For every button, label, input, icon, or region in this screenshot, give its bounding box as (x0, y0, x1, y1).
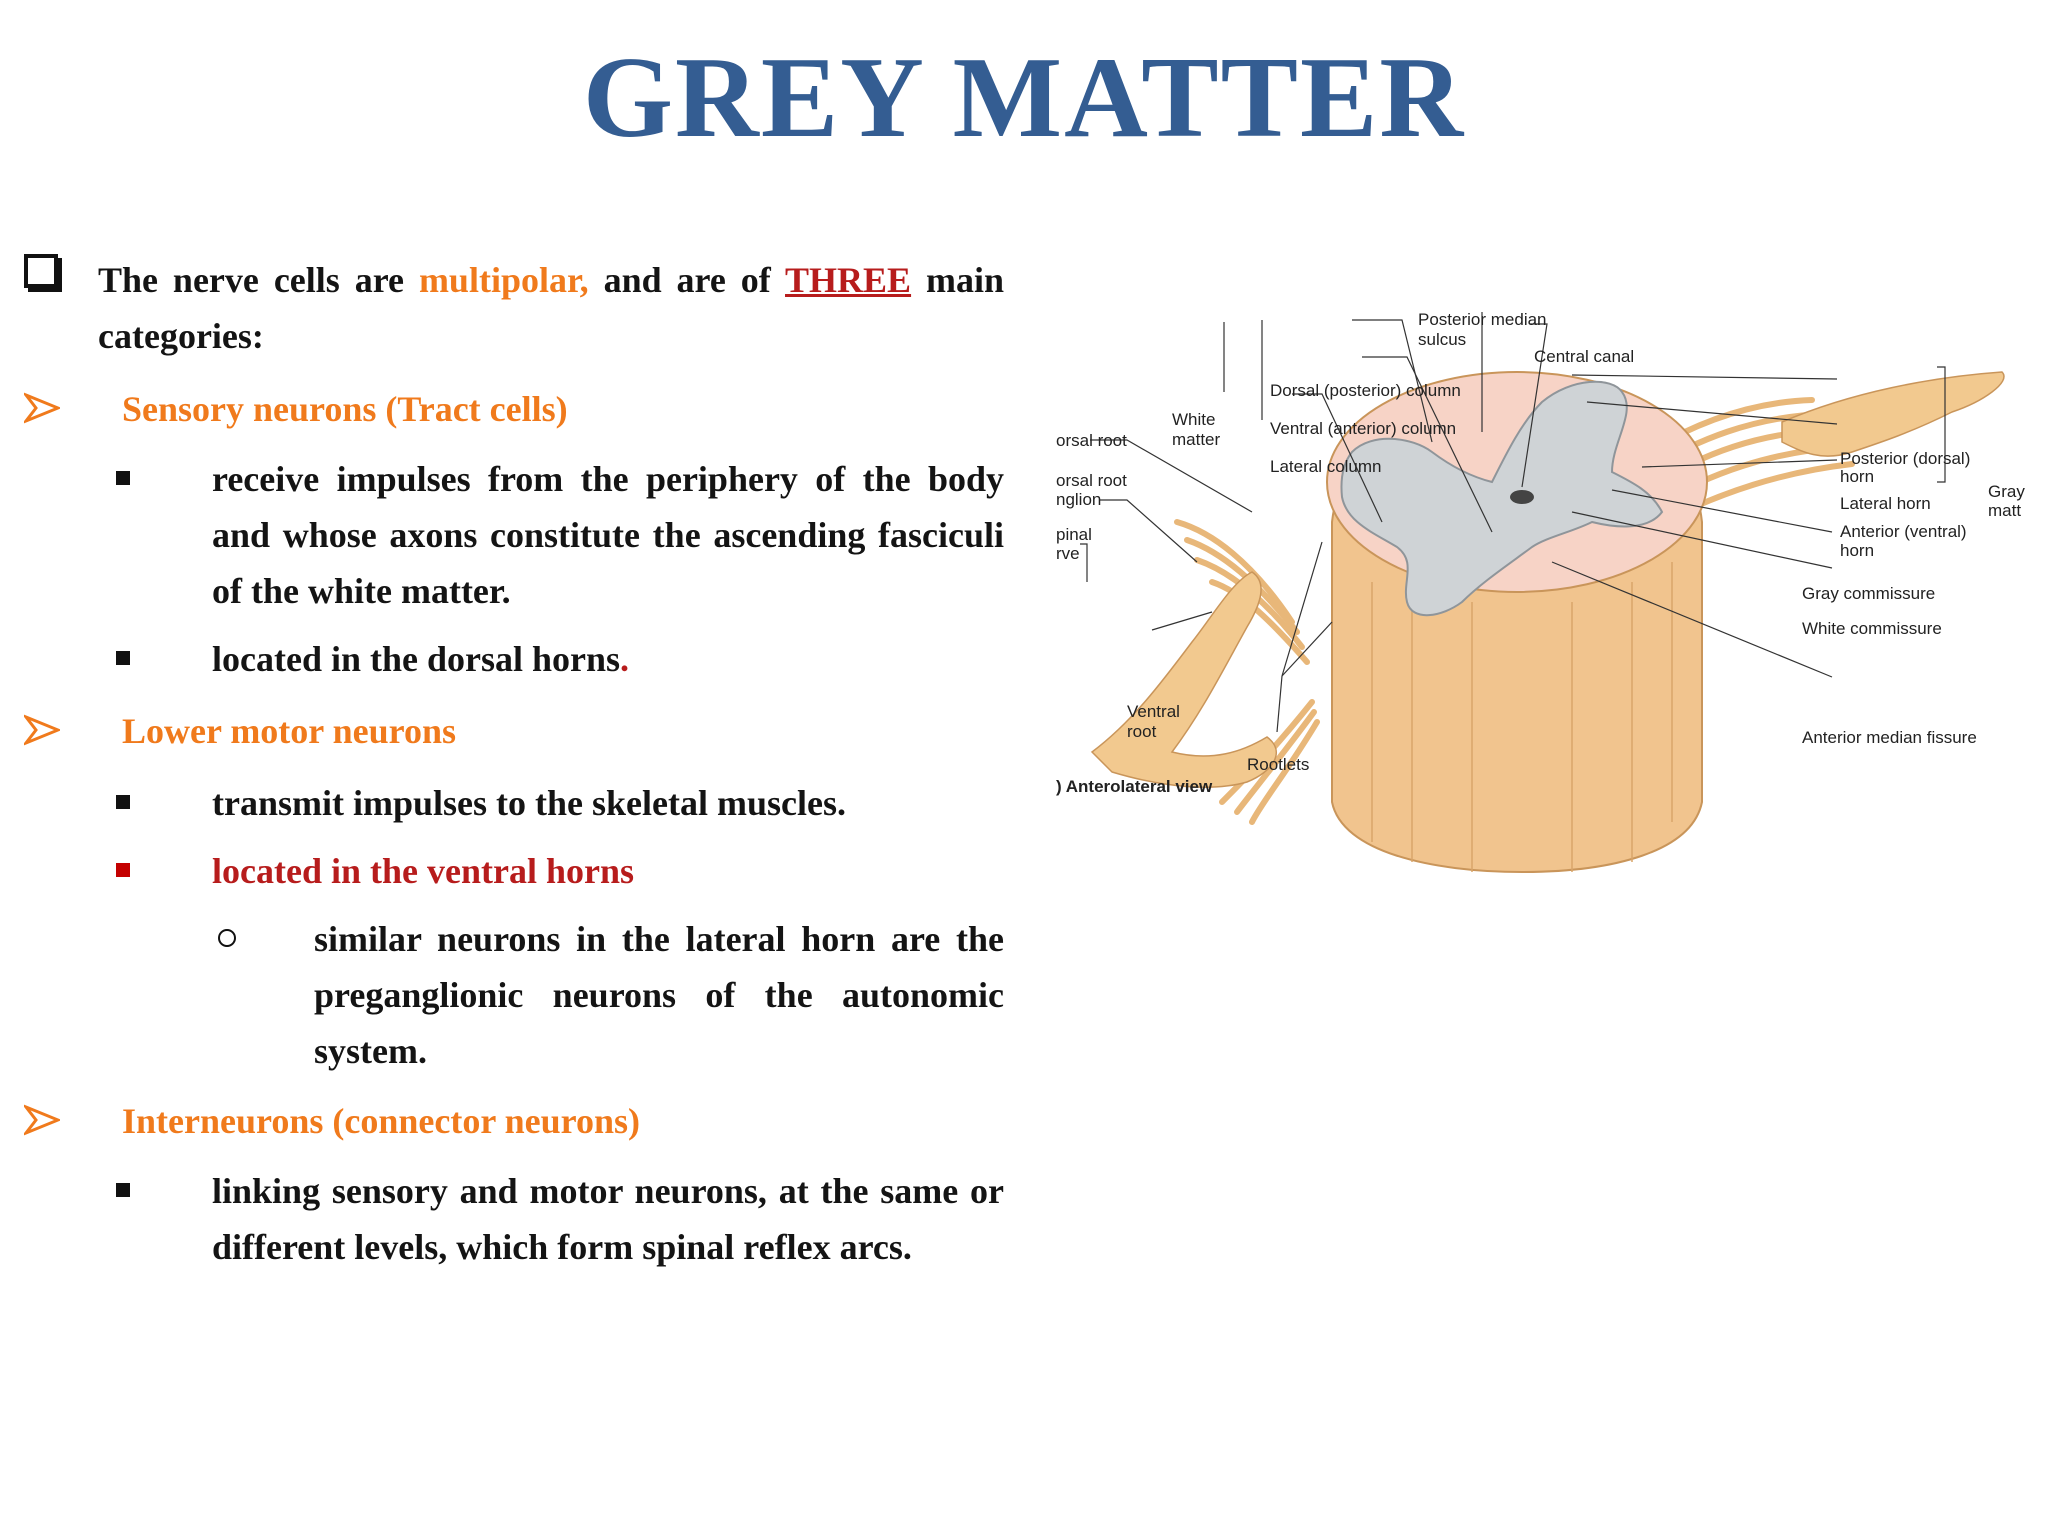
bullet-text: located in the dorsal horns (212, 639, 621, 679)
square-bullet-icon (116, 1183, 130, 1197)
sub-bullet-text: similar neurons in the lateral horn are … (314, 919, 1004, 1071)
checkbox-bullet-icon (24, 254, 58, 288)
label-dorsal-root-ganglion-2: nglion (1056, 490, 1101, 509)
cord-striations (1371, 562, 1673, 872)
bullet-text: located in the ventral horns (212, 851, 634, 891)
label-dorsal-root-ganglion: orsal root (1056, 471, 1127, 490)
bullet-text: receive impulses from the periphery of t… (212, 459, 1004, 611)
intro-text-middle: and are of (588, 260, 786, 300)
label-posterior-horn-2: horn (1840, 467, 1874, 486)
arrow-bullet-icon (24, 714, 60, 746)
label-gray-matter: Gray (1988, 482, 2025, 501)
heading-text: Sensory neurons (Tract cells) (122, 389, 568, 429)
intro-paragraph: The nerve cells are multipolar, and are … (24, 252, 1004, 364)
bullet-item: receive impulses from the periphery of t… (24, 451, 1004, 619)
label-white-matter-2: matter (1172, 430, 1221, 449)
central-canal-hole (1510, 490, 1534, 504)
left-spinal-nerve (1090, 571, 1278, 788)
label-dorsal-column: Dorsal (posterior) column (1270, 381, 1461, 400)
intro-highlight-three: THREE (785, 260, 912, 300)
slide-content: The nerve cells are multipolar, and are … (24, 252, 1004, 1275)
intro-text-after: main categories: (98, 260, 1004, 356)
bullet-suffix: . (620, 639, 630, 679)
arrow-bullet-icon (24, 392, 60, 424)
label-gray-commissure: Gray commissure (1802, 584, 1935, 603)
label-anterior-horn: Anterior (ventral) (1840, 522, 1967, 541)
sub-bullet-item: similar neurons in the lateral horn are … (24, 911, 1004, 1079)
category-heading-sensory: Sensory neurons (Tract cells) (24, 381, 1004, 437)
square-bullet-icon (116, 471, 130, 485)
leader-lines (1080, 312, 1946, 733)
label-posterior-horn: Posterior (dorsal) (1840, 449, 1970, 468)
label-lateral-horn: Lateral horn (1840, 494, 1931, 513)
square-bullet-icon (116, 863, 130, 877)
square-bullet-icon (116, 651, 130, 665)
label-posterior-median-sulcus-2: sulcus (1418, 330, 1466, 349)
bullet-item: located in the dorsal horns. (24, 631, 1004, 687)
label-anterior-horn-2: horn (1840, 541, 1874, 560)
label-spinal-nerve-2: rve (1056, 544, 1080, 563)
arrow-bullet-icon (24, 1104, 60, 1136)
category-heading-interneurons: Interneurons (connector neurons) (24, 1093, 1004, 1149)
label-gray-matter-2: matt (1988, 501, 2021, 520)
label-white-matter: White (1172, 410, 1215, 429)
label-spinal-nerve: pinal (1056, 525, 1092, 544)
label-white-commissure: White commissure (1802, 619, 1942, 638)
bullet-item: linking sensory and motor neurons, at th… (24, 1163, 1004, 1275)
intro-text: The nerve cells are (98, 260, 419, 300)
intro-highlight-multipolar: multipolar, (418, 260, 589, 300)
bullet-text: linking sensory and motor neurons, at th… (212, 1171, 1004, 1267)
bullet-item: located in the ventral horns (24, 843, 1004, 899)
label-posterior-median-sulcus: Posterior median (1418, 310, 1547, 329)
right-spinal-nerve (1781, 371, 2005, 457)
label-ventral-root-2: root (1127, 722, 1157, 741)
label-rootlets: Rootlets (1247, 755, 1309, 774)
label-anterolateral-view: ) Anterolateral view (1056, 777, 1213, 796)
heading-text: Lower motor neurons (122, 711, 457, 751)
label-ventral-column: Ventral (anterior) column (1270, 419, 1456, 438)
bullet-item: transmit impulses to the skeletal muscle… (24, 775, 1004, 831)
gray-matter-section (1340, 380, 1664, 617)
square-bullet-icon (116, 795, 130, 809)
heading-text: Interneurons (connector neurons) (122, 1101, 641, 1141)
category-heading-motor: Lower motor neurons (24, 703, 1004, 759)
circle-bullet-icon (218, 929, 236, 947)
label-lateral-column: Lateral column (1270, 457, 1382, 476)
label-dorsal-root: orsal root (1056, 431, 1127, 450)
slide-title: GREY MATTER (582, 34, 1466, 162)
label-central-canal: Central canal (1534, 347, 1634, 366)
label-anterior-median-fissure: Anterior median fissure (1802, 728, 1977, 747)
label-ventral-root: Ventral (1127, 702, 1180, 721)
bullet-text: transmit impulses to the skeletal muscle… (212, 783, 846, 823)
spinal-cord-diagram: Posterior median sulcus Central canal Wh… (1052, 282, 2032, 952)
